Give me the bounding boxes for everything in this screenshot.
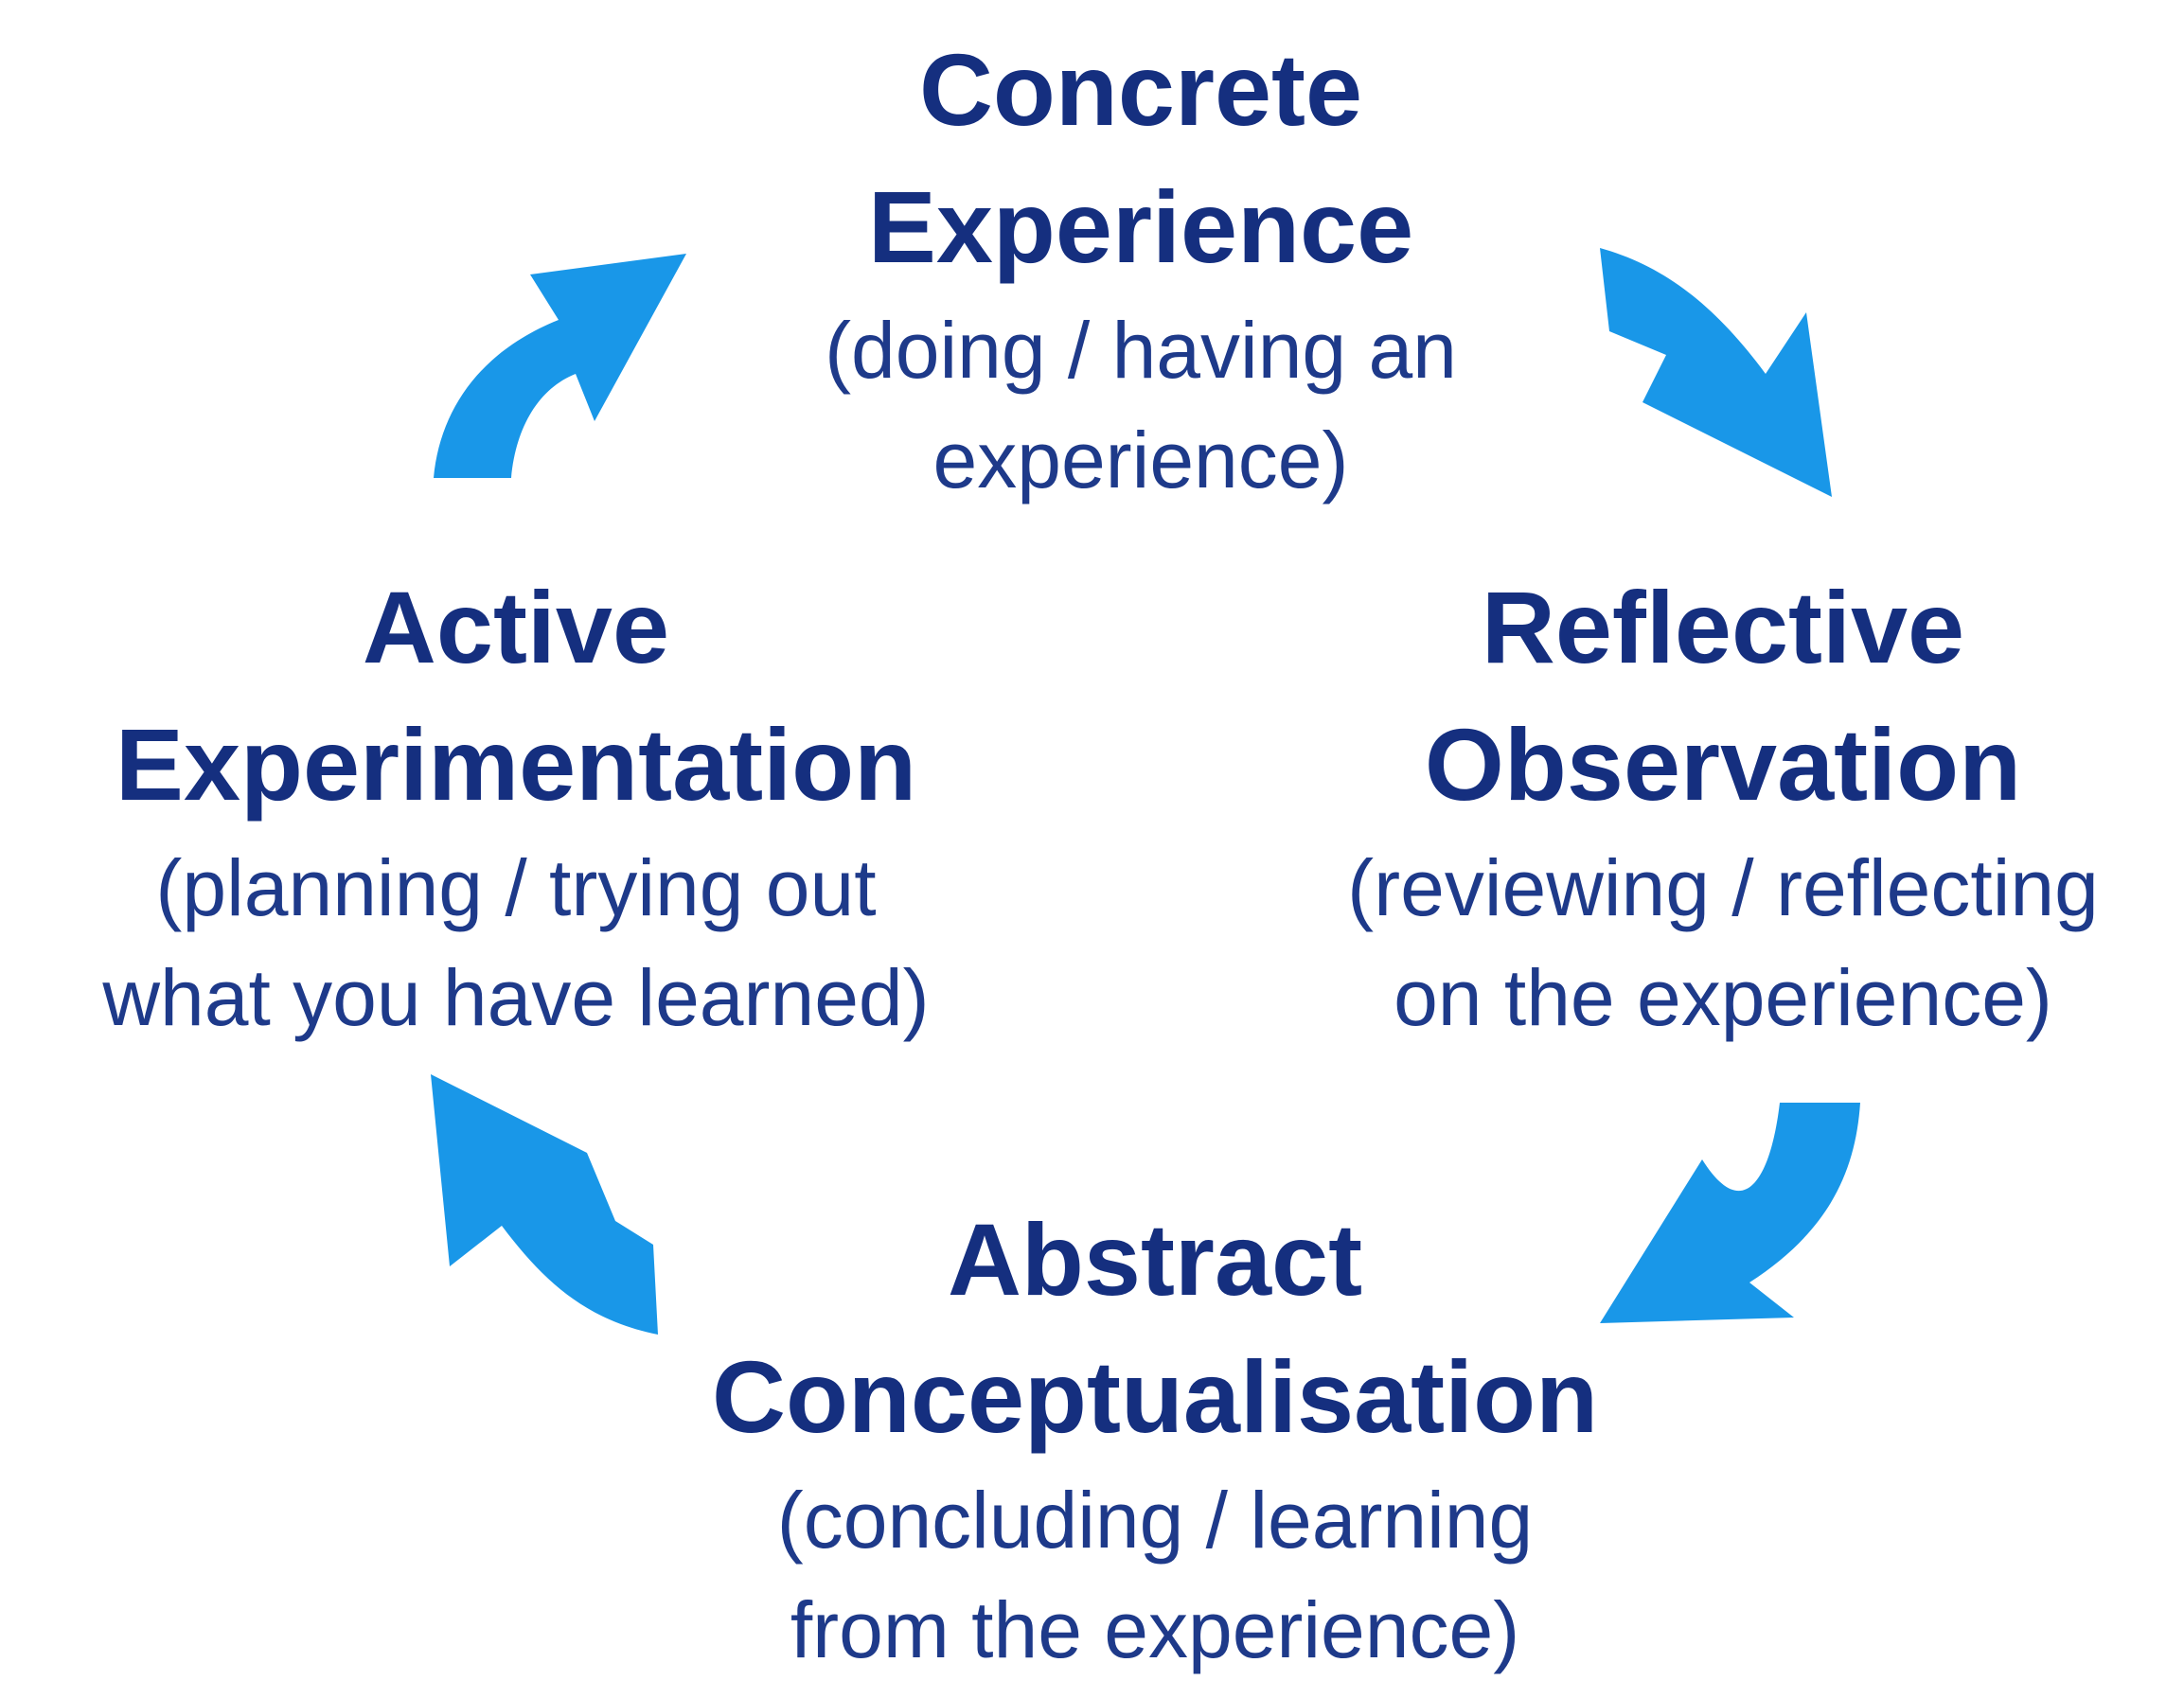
node-description: (planning / trying out (155, 843, 877, 932)
arrow-to-concrete-experience-icon (434, 254, 686, 478)
node-title: Reflective (1481, 570, 1965, 684)
node-reflective-observation: Reflective Observation (reviewing / refl… (1269, 558, 2177, 1052)
node-title: Abstract (947, 1202, 1363, 1317)
node-title: Experimentation (115, 707, 917, 822)
arrow-to-abstract-conceptualisation-icon (1600, 1103, 1860, 1323)
node-title: Observation (1424, 707, 2022, 822)
node-abstract-conceptualisation: Abstract Conceptualisation (concluding /… (568, 1191, 1742, 1685)
node-active-experimentation: Active Experimentation (planning / tryin… (19, 558, 1013, 1052)
node-description: what you have learned) (102, 953, 930, 1042)
node-title: Experience (867, 169, 1414, 284)
node-title: Concrete (918, 32, 1363, 147)
arrow-to-reflective-observation-icon (1600, 248, 1832, 497)
node-title: Conceptualisation (711, 1339, 1599, 1454)
arrow-to-active-experimentation-icon (431, 1074, 658, 1335)
node-description: (reviewing / reflecting (1347, 843, 2099, 932)
node-description: (concluding / learning (776, 1476, 1534, 1565)
node-description: on the experience) (1394, 953, 2052, 1042)
node-description: experience) (932, 416, 1349, 504)
node-concrete-experience: Concrete Experience (doing / having an e… (630, 21, 1652, 515)
node-title: Active (362, 570, 670, 684)
node-description: (doing / having an (825, 306, 1457, 395)
node-description: from the experience) (790, 1585, 1520, 1674)
